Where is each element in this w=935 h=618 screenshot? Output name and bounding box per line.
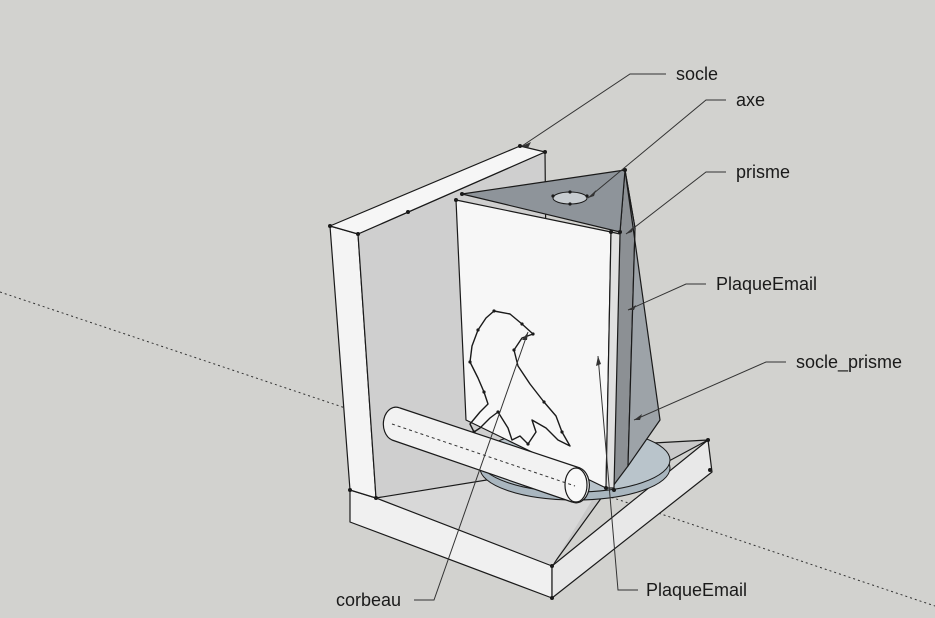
cylinder-body	[382, 406, 590, 504]
prisme-model[interactable]	[460, 168, 661, 487]
corbeau-outline	[469, 310, 571, 447]
label-socle: socle	[676, 64, 719, 84]
prisme-back-face	[624, 169, 661, 467]
axe-hole	[552, 191, 588, 205]
leader-lines	[414, 73, 786, 601]
axis-line	[0, 291, 935, 607]
label-corbeau: corbeau	[336, 590, 402, 610]
label-plaque-email-bottom: PlaqueEmail	[646, 580, 748, 600]
label-axe: axe	[736, 90, 766, 110]
label-socle-prisme: socle_prisme	[796, 352, 903, 372]
label-prisme: prisme	[736, 162, 791, 182]
cylinder-end-cap	[564, 467, 588, 503]
plaque-email-model[interactable]	[454, 198, 621, 492]
prisme-top-face	[461, 169, 626, 233]
perch-cylinder[interactable]	[382, 406, 590, 504]
corbeau-model[interactable]	[468, 309, 571, 447]
label-plaque-email-top: PlaqueEmail	[716, 274, 818, 294]
